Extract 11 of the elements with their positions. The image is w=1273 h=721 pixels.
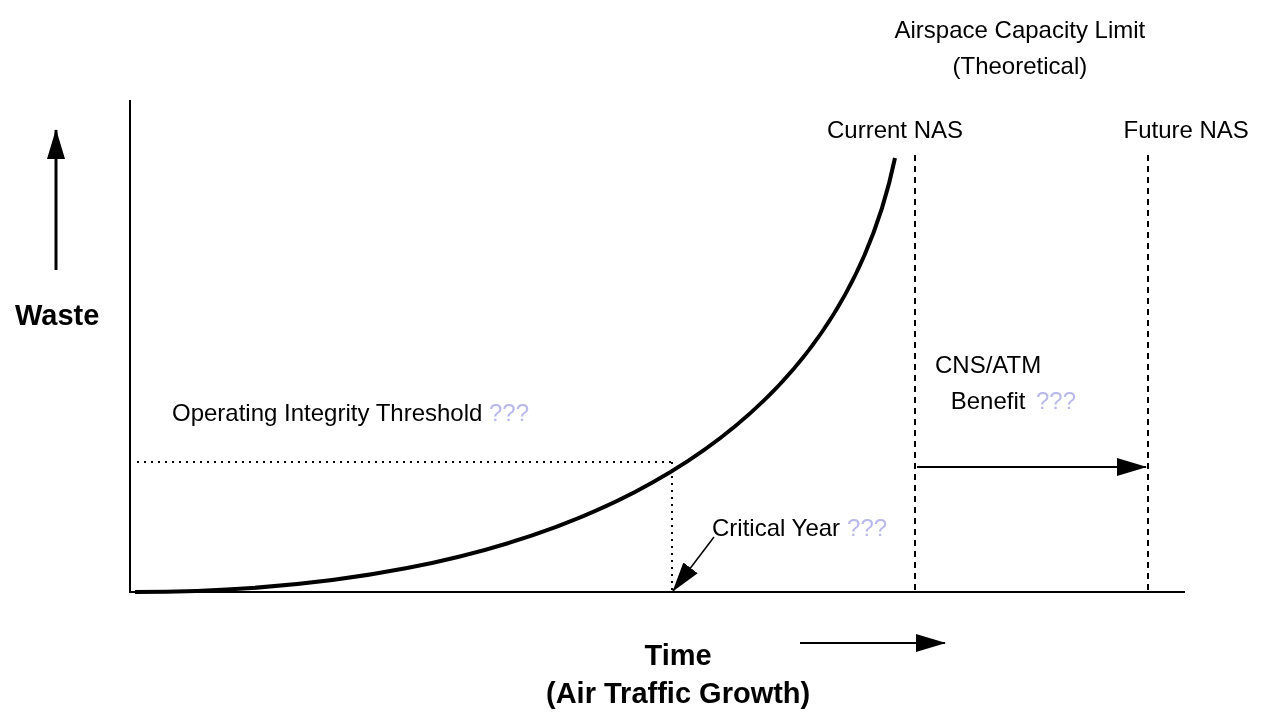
axis-label: Waste	[15, 298, 100, 333]
question-marks: ???	[489, 398, 530, 428]
axis-label: Time (Air Traffic Growth)	[546, 638, 811, 711]
annotation-text: Operating Integrity Threshold	[172, 398, 483, 428]
leader-line	[672, 536, 715, 592]
question-marks: ???	[847, 514, 888, 541]
annotation-text: Airspace Capacity Limit (Theoretical)	[894, 15, 1146, 81]
line-label: Future NAS	[1123, 115, 1249, 145]
annotation-text: Critical Year	[712, 514, 841, 541]
line-label: Current NAS	[827, 115, 964, 145]
threshold-line	[671, 461, 673, 593]
